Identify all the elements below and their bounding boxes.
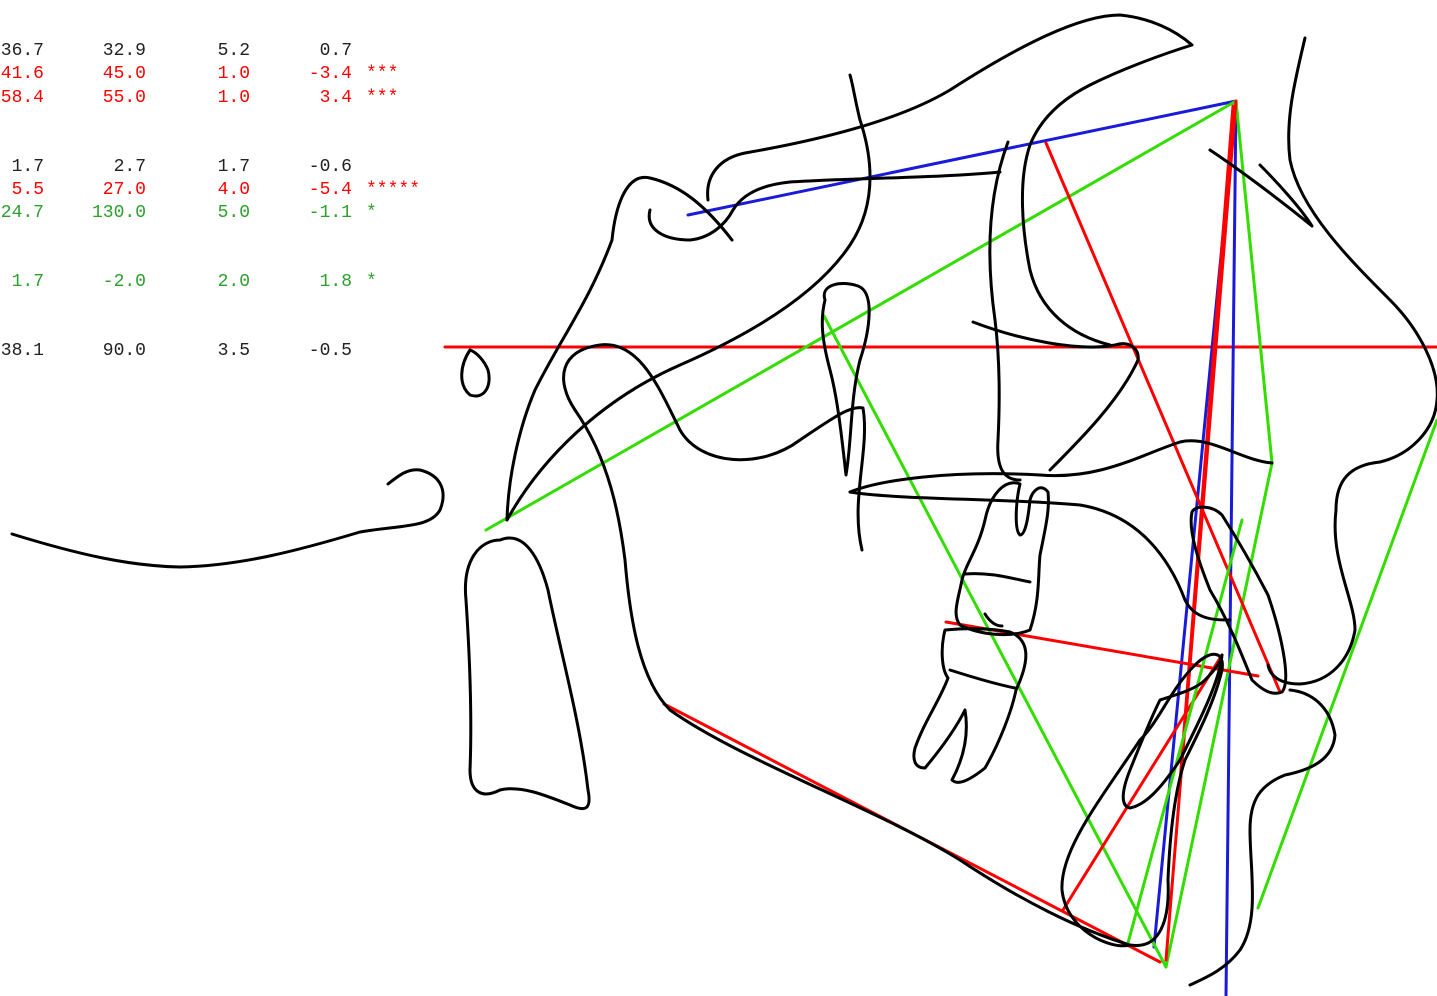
significance-flag: *** bbox=[366, 88, 399, 108]
lower-incisor-outline bbox=[1121, 653, 1224, 810]
ramus-outline bbox=[573, 408, 1132, 947]
mandible-outline bbox=[562, 343, 867, 552]
measured-value: 58.4 bbox=[0, 88, 44, 108]
sella-gnathion-line bbox=[822, 314, 1168, 969]
significance-flag: * bbox=[366, 203, 377, 223]
deviation-value: -5.4 bbox=[308, 180, 352, 200]
deviation-value: 3.4 bbox=[319, 88, 352, 108]
std-dev-value: 1.7 bbox=[217, 157, 250, 177]
a-point-menton-line bbox=[1164, 461, 1274, 969]
facial-esthetic-line bbox=[1256, 418, 1437, 910]
cranial-base-outline bbox=[505, 73, 872, 522]
norm-value: 32.9 bbox=[102, 41, 146, 61]
chin-outline bbox=[1060, 652, 1224, 948]
lower-molar-outline bbox=[912, 627, 1028, 784]
nasion-a-point-line bbox=[1234, 99, 1274, 465]
measured-value: 36.7 bbox=[0, 41, 44, 61]
std-dev-value: 1.0 bbox=[217, 64, 250, 84]
sella-nasion-line bbox=[686, 99, 1238, 217]
significance-flag: *** bbox=[366, 64, 399, 84]
measured-value: 24.7 bbox=[0, 203, 44, 223]
nasal-floor-outline bbox=[971, 320, 1140, 472]
std-dev-value: 5.0 bbox=[217, 203, 250, 223]
reference-lines bbox=[443, 99, 1437, 996]
norm-value: 130.0 bbox=[91, 203, 146, 223]
std-dev-value: 1.0 bbox=[217, 88, 250, 108]
std-dev-value: 4.0 bbox=[217, 180, 250, 200]
norm-value: 55.0 bbox=[102, 88, 146, 108]
std-dev-value: 3.5 bbox=[217, 341, 250, 361]
significance-flag: ***** bbox=[366, 180, 421, 200]
soft-tissue-profile bbox=[1266, 36, 1437, 686]
std-dev-value: 5.2 bbox=[217, 41, 250, 61]
upper-incisor-outline bbox=[1189, 505, 1288, 695]
lower-incisor-axis-line bbox=[1061, 653, 1224, 912]
deviation-value: 0.7 bbox=[319, 41, 352, 61]
norm-value: 45.0 bbox=[102, 64, 146, 84]
upper-incisor-axis-line bbox=[1044, 141, 1282, 694]
deviation-value: -1.1 bbox=[308, 203, 352, 223]
pt-vertical-line bbox=[1126, 518, 1244, 945]
soft-tissue-lower-lip bbox=[1188, 688, 1337, 987]
nasion-vertical-line bbox=[1224, 99, 1238, 996]
measured-value: 1.7 bbox=[11, 157, 44, 177]
pterygomaxillary-outline bbox=[988, 140, 1022, 482]
deviation-value: -0.6 bbox=[308, 157, 352, 177]
maxillary-outline bbox=[848, 490, 1232, 622]
measured-value: 38.1 bbox=[0, 341, 44, 361]
anatomy-outlines bbox=[10, 13, 1437, 987]
neck-outline bbox=[10, 468, 445, 569]
upper-molar-outline bbox=[954, 481, 1050, 636]
deviation-value: -0.5 bbox=[308, 341, 352, 361]
ear-rod-outline bbox=[460, 348, 491, 398]
significance-flag: * bbox=[366, 272, 377, 292]
deviation-value: -3.4 bbox=[308, 64, 352, 84]
measured-value: 41.6 bbox=[0, 64, 44, 84]
measured-value: 1.7 bbox=[11, 272, 44, 292]
molar-crown-divider bbox=[948, 572, 1032, 690]
std-dev-value: 2.0 bbox=[217, 272, 250, 292]
frontal-bone-outline bbox=[1020, 83, 1112, 347]
palate-outline bbox=[848, 439, 1274, 494]
norm-value: 90.0 bbox=[102, 341, 146, 361]
measured-value: 5.5 bbox=[11, 180, 44, 200]
occipital-outline bbox=[463, 536, 591, 811]
sella-turcica-outline bbox=[647, 170, 1002, 242]
pterygoid-plate-outline bbox=[820, 282, 871, 477]
norm-value: 27.0 bbox=[102, 180, 146, 200]
basion-nasion-line bbox=[484, 99, 1238, 532]
deviation-value: 1.8 bbox=[319, 272, 352, 292]
norm-value: 2.7 bbox=[113, 157, 146, 177]
orbit-roof-outline bbox=[706, 13, 1194, 202]
nasal-bone-outline bbox=[1208, 148, 1314, 228]
norm-value: -2.0 bbox=[102, 272, 146, 292]
